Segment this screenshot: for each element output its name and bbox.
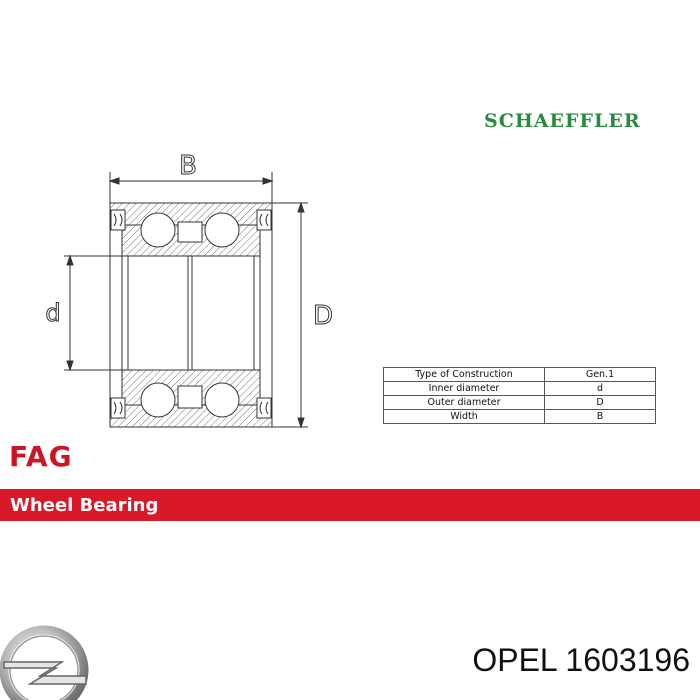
dimension-label-width: B <box>179 151 197 181</box>
table-cell-value: Gen.1 <box>544 367 656 382</box>
table-cell-label: Outer diameter <box>383 395 545 410</box>
table-row: Outer diameter D <box>383 395 656 410</box>
table-cell-label: Type of Construction <box>383 367 545 382</box>
bearing-top-section <box>109 202 273 257</box>
fag-logo: FAG <box>9 440 73 473</box>
opel-logo-icon <box>0 625 89 700</box>
table-cell-value: d <box>544 381 656 396</box>
bearing-cross-section-diagram: B D d <box>45 151 334 429</box>
table-row: Inner diameter d <box>383 381 656 396</box>
dimension-width <box>108 172 274 204</box>
bearing-bore <box>109 225 273 405</box>
dimension-label-inner: d <box>45 299 60 327</box>
table-cell-value: B <box>544 409 656 424</box>
dimension-outer <box>272 201 308 429</box>
table-cell-value: D <box>544 395 656 410</box>
part-title: OPEL 1603196 <box>472 642 690 678</box>
manufacturer-logo-text: SCHAEFFLER <box>484 110 641 132</box>
product-category-label: Wheel Bearing <box>10 495 159 516</box>
table-row: Type of Construction Gen.1 <box>383 367 656 382</box>
table-cell-label: Inner diameter <box>383 381 545 396</box>
product-category-banner: Wheel Bearing <box>0 489 700 521</box>
table-cell-label: Width <box>383 409 545 424</box>
dimension-inner <box>64 254 122 372</box>
table-row: Width B <box>383 409 656 424</box>
specification-table: Type of Construction Gen.1 Inner diamete… <box>383 367 656 424</box>
bearing-bottom-section <box>109 369 273 428</box>
dimension-label-outer: D <box>313 301 333 331</box>
